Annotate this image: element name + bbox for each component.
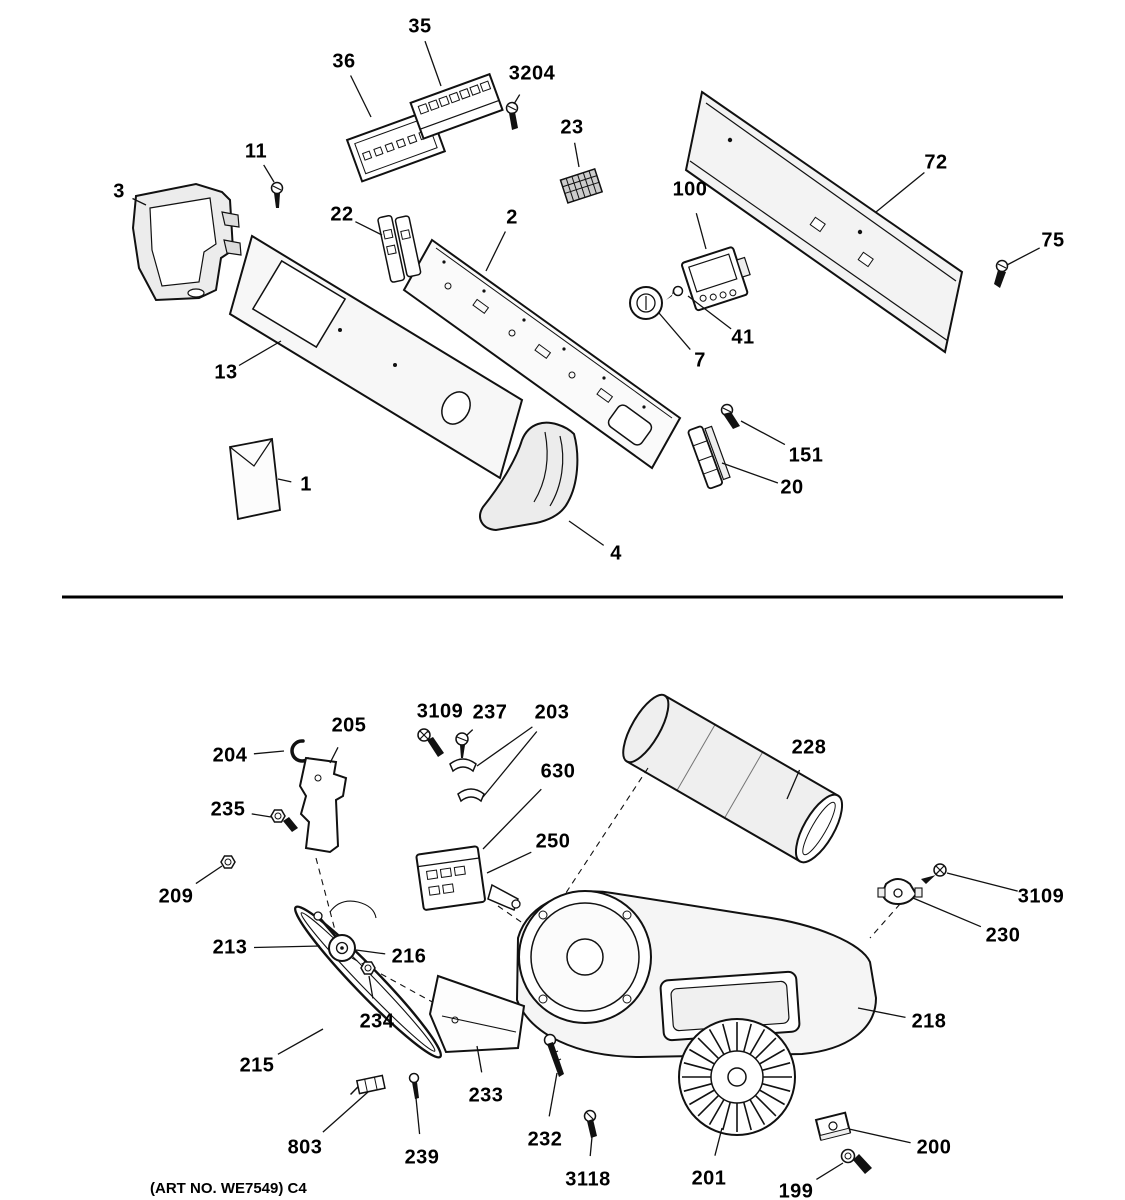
part-237-screw (455, 732, 469, 758)
part-callout-7: 7 (694, 349, 706, 372)
part-callout-20: 20 (780, 476, 804, 499)
part-callout-23: 23 (560, 116, 584, 139)
part-callout-250: 250 (535, 830, 571, 853)
part-20-bracket (687, 425, 731, 490)
part-233-bracket (428, 974, 526, 1054)
part-callout-232: 232 (527, 1128, 563, 1151)
part-callout-41: 41 (731, 326, 755, 349)
part-callout-199: 199 (778, 1180, 814, 1200)
part-218-blower-housing (515, 890, 878, 1059)
part-151-screw (720, 403, 740, 429)
part-callout-228: 228 (791, 736, 827, 759)
part-209-nut (220, 855, 236, 869)
part-3-left-end-cap (131, 182, 242, 302)
part-4-right-end-cap (479, 421, 579, 532)
part-callout-3109: 3109 (1017, 885, 1065, 908)
part-199-screw (840, 1148, 872, 1174)
part-callout-216: 216 (391, 945, 427, 968)
part-callout-3204: 3204 (508, 62, 556, 85)
part-callout-209: 209 (158, 885, 194, 908)
part-callout-3109: 3109 (416, 700, 464, 723)
part-230-bracket (877, 878, 923, 906)
part-callout-11: 11 (244, 140, 268, 163)
part-22-bracket (377, 214, 422, 283)
part-callout-237: 237 (472, 701, 508, 724)
part-callout-234: 234 (359, 1010, 395, 1033)
part-3204-screw (505, 101, 519, 130)
part-callout-204: 204 (212, 744, 248, 767)
part-3109-screw-right (921, 863, 947, 884)
part-callout-200: 200 (916, 1136, 952, 1159)
part-803-clip (349, 1074, 386, 1095)
part-callout-233: 233 (468, 1084, 504, 1107)
part-callout-36: 36 (332, 50, 356, 73)
part-239-screw (408, 1072, 420, 1099)
part-13-control-panel (228, 234, 524, 480)
part-callout-239: 239 (404, 1146, 440, 1169)
part-callout-3118: 3118 (565, 1168, 611, 1191)
part-callout-803: 803 (287, 1136, 323, 1159)
part-callout-213: 213 (212, 936, 248, 959)
part-232-screw (543, 1033, 564, 1077)
part-3109-screw-left (417, 728, 444, 757)
part-200-bracket (814, 1111, 852, 1141)
art-number: (ART NO. WE7549) C4 (150, 1180, 307, 1197)
part-callout-203: 203 (534, 701, 570, 724)
part-72-rear-panel (684, 90, 964, 354)
part-204-clamp (290, 739, 310, 763)
part-callout-201: 201 (691, 1167, 727, 1190)
part-callout-630: 630 (540, 760, 576, 783)
part-callout-2: 2 (506, 206, 518, 229)
part-callout-1: 1 (300, 473, 312, 496)
part-7-knob (629, 286, 663, 320)
part-callout-215: 215 (239, 1054, 275, 1077)
part-23-block (559, 168, 604, 204)
part-3118-screw (583, 1109, 597, 1138)
part-203-clamps (449, 758, 485, 803)
part-228-duct (622, 693, 844, 864)
part-callout-235: 235 (210, 798, 246, 821)
part-201-blower-wheel (678, 1018, 796, 1136)
part-callout-35: 35 (408, 15, 432, 38)
part-callout-151: 151 (788, 444, 824, 467)
part-callout-72: 72 (924, 151, 948, 174)
part-callout-100: 100 (672, 178, 708, 201)
part-callout-13: 13 (214, 361, 238, 384)
part-11-screw (270, 181, 284, 208)
part-callout-218: 218 (911, 1010, 947, 1033)
leader-lines (132, 40, 1041, 1180)
part-250-switch (415, 845, 521, 911)
part-callout-75: 75 (1041, 229, 1065, 252)
part-234-screw (360, 961, 376, 975)
part-callout-22: 22 (330, 203, 354, 226)
part-100-timer (681, 246, 751, 312)
part-235-screw (270, 809, 298, 832)
part-215-belt (293, 905, 443, 1059)
part-callout-3: 3 (113, 180, 125, 203)
part-callout-4: 4 (610, 542, 622, 565)
part-callout-205: 205 (331, 714, 367, 737)
part-75-screw (994, 259, 1009, 288)
part-205-bracket (298, 756, 348, 854)
part-callout-230: 230 (985, 924, 1021, 947)
part-1-sheet (229, 437, 281, 521)
part-216-pulley (328, 934, 356, 962)
part-41-screw (666, 285, 684, 300)
part-35-terminal-block (409, 72, 504, 140)
